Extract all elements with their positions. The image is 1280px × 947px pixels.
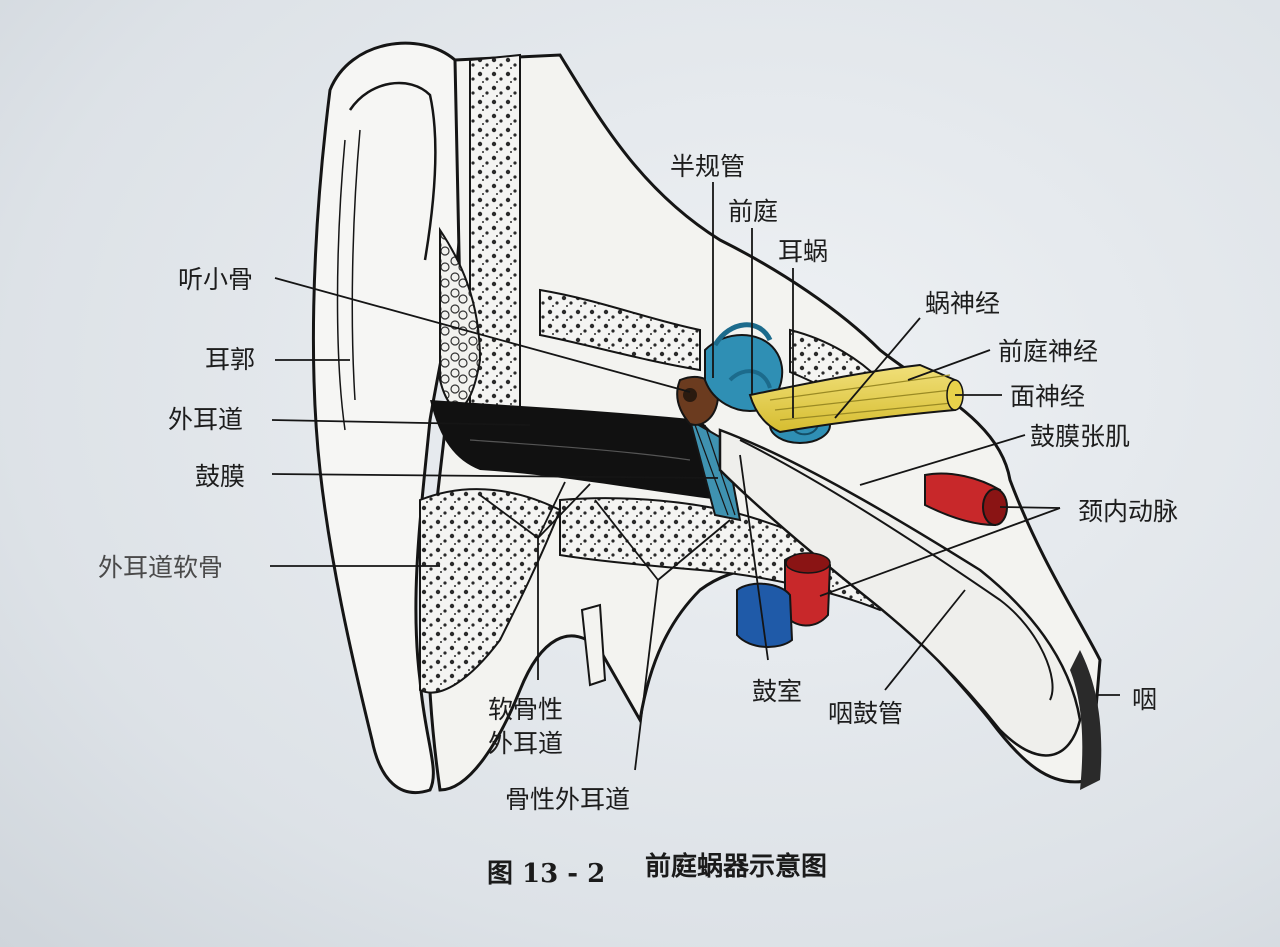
- leader-lines: [270, 182, 1120, 771]
- label-tensor-tympani: 鼓膜张肌: [1030, 422, 1130, 451]
- label-ossicles: 听小骨: [178, 265, 253, 294]
- styloid-process: [580, 603, 607, 687]
- label-vestibular-nerve: 前庭神经: [998, 337, 1098, 366]
- labels: 半规管 前庭 耳蜗 听小骨 蜗神经 前庭神经 耳郭 面神经 外耳道 鼓膜张肌 鼓…: [98, 152, 1178, 814]
- label-pharynx: 咽: [1132, 685, 1157, 714]
- label-tympanic-cavity: 鼓室: [752, 677, 802, 706]
- label-external-canal: 外耳道: [168, 405, 243, 434]
- caption-figure-number: 图 13 - 2: [487, 859, 605, 889]
- label-cartilaginous-canal-line2: 外耳道: [488, 729, 563, 758]
- label-bony-canal: 骨性外耳道: [505, 785, 630, 814]
- label-facial-nerve: 面神经: [1010, 382, 1085, 411]
- label-eardrum: 鼓膜: [195, 462, 245, 491]
- label-cochlear-nerve: 蜗神经: [925, 289, 1000, 318]
- label-cochlea: 耳蜗: [778, 237, 828, 266]
- pharynx-wall: [1070, 650, 1102, 790]
- carotid-artery-shape: [784, 472, 1008, 627]
- figure-caption: 图 13 - 2 前庭蜗器示意图: [487, 851, 827, 889]
- label-internal-carotid: 颈内动脉: [1078, 497, 1178, 526]
- eustachian-tube-shape: [718, 428, 1082, 757]
- label-cartilaginous-canal-line1: 软骨性: [488, 695, 563, 724]
- label-canal-cartilage: 外耳道软骨: [98, 553, 223, 582]
- label-semicircular-canals: 半规管: [670, 152, 745, 181]
- label-eustachian-tube: 咽鼓管: [828, 699, 903, 728]
- label-vestibule: 前庭: [728, 197, 778, 226]
- caption-title: 前庭蜗器示意图: [645, 851, 827, 882]
- label-auricle: 耳郭: [205, 345, 255, 374]
- jugular-vein-shape: [736, 582, 794, 648]
